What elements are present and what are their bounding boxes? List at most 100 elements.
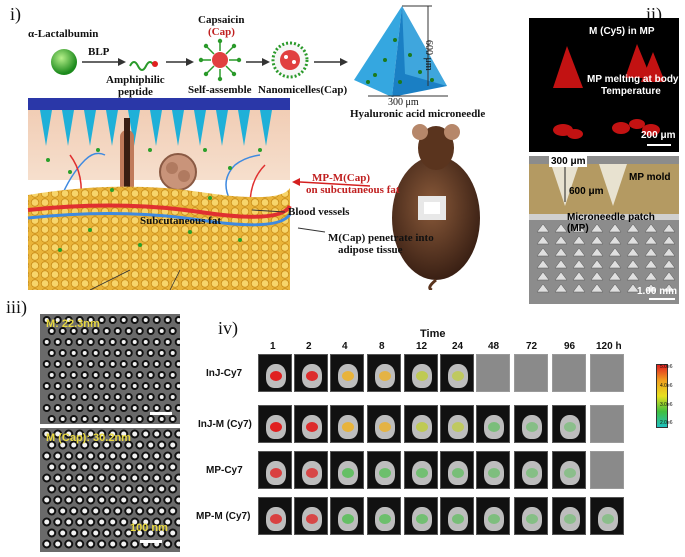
imaging-cell	[440, 405, 474, 443]
imaging-cell	[514, 497, 548, 535]
imaging-cell	[367, 497, 401, 535]
tem-figure-bottom	[42, 429, 180, 549]
imaging-cell	[294, 354, 328, 392]
microneedle-row	[40, 110, 272, 146]
time-title: Time	[420, 328, 446, 340]
imaging-cell	[552, 405, 586, 443]
imaging-cell	[552, 497, 586, 535]
fluor-scale-label: 200 μm	[641, 130, 676, 141]
imaging-cell	[330, 451, 364, 489]
imaging-cell	[258, 354, 292, 392]
imaging-cell	[330, 497, 364, 535]
melting-label-line1: MP melting at body	[587, 74, 679, 85]
amphiphilic-label-line1: Amphiphilic	[106, 74, 165, 86]
colorbar-label-1: 4.0e6	[660, 383, 673, 389]
schematic-panel: α-Lactalbumin BLP Capsaicin (Cap) Amphip…	[0, 0, 520, 292]
self-assemble-label: Self-assemble	[188, 84, 252, 96]
imaging-cell	[330, 405, 364, 443]
imaging-cell	[294, 451, 328, 489]
timepoint-label: 1	[270, 341, 276, 352]
imaging-cell	[590, 497, 624, 535]
nanomicelles-label: Nanomicelles(Cap)	[258, 84, 348, 96]
imaging-cell	[552, 354, 586, 392]
tem-top-label: M: 22.3nm	[46, 318, 100, 330]
amphiphilic-label-line2: peptide	[118, 86, 153, 98]
row-label: MP-Cy7	[206, 465, 243, 476]
row-label: MP-M (Cy7)	[196, 511, 251, 522]
imaging-cell	[404, 451, 438, 489]
mouse-illustration	[392, 124, 480, 292]
tem-top-scalebar	[150, 412, 172, 415]
imaging-cell	[404, 405, 438, 443]
sem-height-label: 600 μm	[569, 186, 604, 197]
colorbar	[656, 364, 668, 428]
sem-image: 300 μm 600 μm MP mold Microneedle patch …	[529, 156, 679, 304]
row-label: InJ-M (Cy7)	[198, 419, 252, 430]
microneedle-label: Hyaluronic acid microneedle	[350, 108, 486, 120]
timepoint-label: 8	[379, 341, 385, 352]
cap-label: (Cap)	[208, 26, 235, 38]
colorbar-label-2: 3.0e6	[660, 402, 673, 408]
imaging-cell	[440, 451, 474, 489]
mold-label: MP mold	[629, 172, 671, 183]
imaging-cell	[514, 451, 548, 489]
imaging-cell	[294, 497, 328, 535]
imaging-cell	[404, 497, 438, 535]
panel-label-iv: iv)	[218, 318, 238, 338]
mp-m-label-line2: on subcutaneous fat	[306, 184, 400, 196]
imaging-cell	[258, 497, 292, 535]
nanomicelle-icon	[271, 41, 309, 79]
imaging-cell	[476, 354, 510, 392]
microneedle-pyramid-icon	[354, 6, 447, 97]
imaging-cell	[552, 451, 586, 489]
timepoint-label: 2	[306, 341, 312, 352]
tem-bottom-scalebar	[140, 540, 162, 543]
timepoint-label: 120 h	[596, 341, 622, 352]
imaging-cell	[258, 451, 292, 489]
tem-scale-label: 100 nm	[130, 522, 168, 534]
subcutaneous-fat-label: Subcutaneous fat	[140, 215, 221, 227]
imaging-cell	[330, 354, 364, 392]
penetrate-label-line2: adipose tissue	[338, 244, 403, 256]
imaging-cell	[476, 451, 510, 489]
capsaicin-label: Capsaicin	[198, 14, 245, 26]
timepoint-label: 12	[416, 341, 428, 352]
imaging-cell	[590, 405, 624, 443]
timepoint-label: 4	[342, 341, 348, 352]
imaging-cell	[367, 354, 401, 392]
tem-image-bottom: M (Cap): 30.2nm 100 nm	[40, 428, 180, 552]
imaging-cell	[258, 405, 292, 443]
colorbar-label-3: 2.0e6	[660, 420, 673, 426]
penetrate-label-line1: M(Cap) penetrate into	[328, 232, 434, 244]
patch-label: Microneedle patch (MP)	[567, 212, 655, 234]
self-assemble-icon	[198, 38, 242, 82]
imaging-cell	[476, 405, 510, 443]
tem-bottom-label: M (Cap): 30.2nm	[46, 432, 131, 444]
imaging-cell	[440, 497, 474, 535]
blp-label: BLP	[88, 46, 110, 58]
lactalbumin-label: α-Lactalbumin	[28, 28, 99, 40]
mp-m-label-line1: MP-M(Cap)	[312, 172, 371, 184]
timepoint-label: 72	[526, 341, 538, 352]
imaging-cell	[590, 451, 624, 489]
lactalbumin-sphere	[51, 49, 77, 75]
row-label: InJ-Cy7	[206, 368, 243, 379]
tem-figure-top	[42, 316, 180, 423]
peptide-icon	[129, 61, 155, 71]
colorbar-label-0: 5.0e6	[660, 364, 673, 370]
sem-width-label: 300 μm	[549, 156, 588, 167]
imaging-cell	[440, 354, 474, 392]
panel-label-i: i)	[10, 4, 21, 24]
height-dimension-label: 600 μm	[423, 40, 434, 71]
fluorescence-image: M (Cy5) in MP MP melting at body Tempera…	[529, 18, 679, 152]
timepoint-label: 24	[452, 341, 464, 352]
timepoint-label: 96	[564, 341, 576, 352]
melting-label-line2: Temperature	[601, 86, 661, 97]
blood-vessels-label: Blood vessels	[288, 206, 350, 218]
imaging-cell	[294, 405, 328, 443]
sem-scale-label: 1.00 mm	[637, 286, 678, 297]
panel-label-iii: iii)	[6, 297, 27, 317]
imaging-cell	[367, 451, 401, 489]
width-dimension-label: 300 μm	[388, 97, 419, 108]
tem-image-top: M: 22.3nm	[40, 314, 180, 424]
